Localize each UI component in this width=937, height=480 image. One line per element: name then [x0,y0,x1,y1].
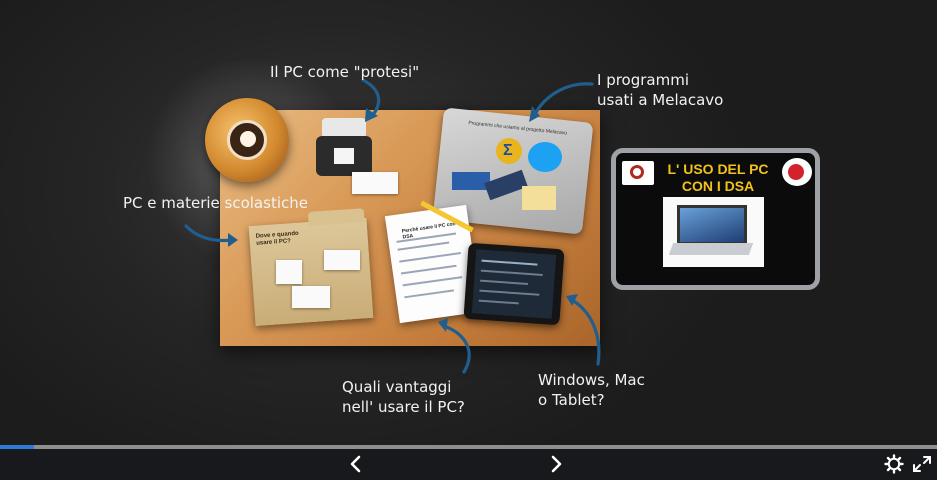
curved-arrows [184,78,601,374]
eye-pupil [240,131,256,147]
sticky-note-app[interactable] [522,186,556,210]
progress-fill [0,445,34,449]
eye-ring [227,120,267,160]
label-windows-mac[interactable]: Windows, Mac o Tablet? [538,371,645,409]
label-vantaggi[interactable]: Quali vantaggi nell' usare il PC? [342,378,465,416]
robot-head [322,118,366,138]
sigma-app-icon[interactable] [496,138,522,164]
chevron-left-icon [350,455,361,473]
laptop-keyboard [668,243,754,255]
progress-track[interactable] [0,445,937,449]
arrowhead [228,233,238,247]
robot-screen [334,148,354,164]
robot-caption-card [352,172,398,194]
label-materie[interactable]: PC e materie scolastiche [123,194,308,212]
sigma-glyph: Σ [503,142,513,159]
arrowhead [365,108,378,122]
arrowhead [566,294,578,306]
arrow-to-robot [361,78,381,118]
arrow-to-notes [442,324,471,374]
association-logo-icon [782,158,812,186]
arrowhead [529,106,540,122]
school-logo-icon [622,161,654,185]
folder-chart-card [276,260,302,284]
arrow-to-folder [184,224,234,243]
prev-button[interactable] [344,453,368,475]
next-button[interactable] [544,453,568,475]
settings-button[interactable] [882,453,906,475]
side-card-title: L' USO DEL PC CON I DSA [667,161,769,194]
prezi-canvas[interactable]: Programmi che usiamo al progetto Melacav… [0,0,937,446]
side-card-uso-pc[interactable]: L' USO DEL PC CON I DSA [611,148,820,290]
fullscreen-icon [913,456,931,472]
twitter-icon[interactable] [528,142,562,172]
label-pc-protesi[interactable]: Il PC come "protesi" [270,63,420,81]
cloud-app-icon[interactable] [452,172,490,190]
label-programmi[interactable]: I programmi usati a Melacavo [597,71,724,109]
folder-note-card [292,286,330,308]
arrow-to-tablet [570,298,601,366]
robot-image[interactable] [312,118,376,180]
player-toolbar [0,449,937,479]
folder-note-card [324,250,360,270]
fullscreen-button[interactable] [910,453,934,475]
arrow-to-laptop [532,82,594,118]
gear-icon [884,454,904,474]
laptop-photo [663,197,764,267]
chevron-right-icon [551,455,562,473]
eye-logo-sticker [205,98,289,182]
laptop-screen [677,205,747,245]
arrowhead [438,318,448,332]
